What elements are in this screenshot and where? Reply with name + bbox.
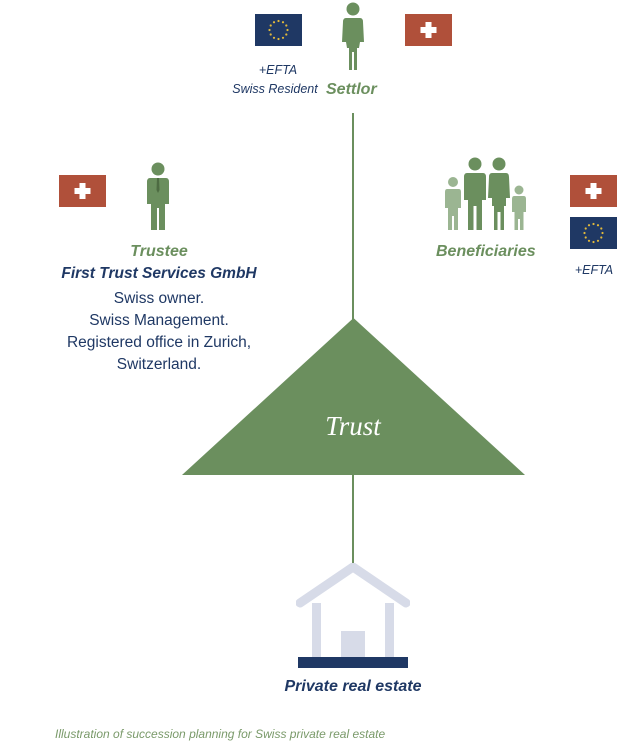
trust-triangle [182, 318, 525, 475]
swiss-flag-icon [59, 175, 106, 207]
figure-caption: Illustration of succession planning for … [55, 727, 386, 741]
swiss-flag-icon [405, 14, 452, 46]
swiss-flag-icon [570, 175, 617, 207]
settlor-region-line-1: +EFTA [258, 63, 298, 77]
trust-label: Trust [325, 411, 381, 441]
settlor-label: Settlor [326, 81, 377, 98]
eu-flag-icon [255, 14, 302, 46]
settlor-region-line-2: Swiss Resident [232, 82, 318, 96]
trustee-detail-line: Swiss owner. [113, 290, 205, 307]
beneficiaries-label: Beneficiaries [436, 243, 536, 260]
trustee-detail-line: Swiss Management. [89, 312, 229, 329]
settlor-person-icon [340, 2, 366, 72]
eu-flag-icon [570, 217, 617, 249]
beneficiaries-region-label: +EFTA [574, 263, 614, 277]
asset-label: Private real estate [284, 678, 422, 695]
connector-settlor-trust [352, 113, 354, 323]
trustee-detail-line: Registered office in Zurich, [66, 334, 252, 351]
trustee-label: Trustee [130, 243, 188, 260]
connector-trust-asset [352, 474, 354, 566]
trustee-person-icon [146, 162, 170, 232]
family-icon [442, 156, 530, 232]
trustee-details: Swiss owner. Swiss Management. Registere… [39, 288, 279, 376]
trustee-company: First Trust Services GmbH [61, 265, 257, 282]
house-icon [295, 562, 411, 669]
trustee-detail-line: Switzerland. [116, 356, 202, 373]
